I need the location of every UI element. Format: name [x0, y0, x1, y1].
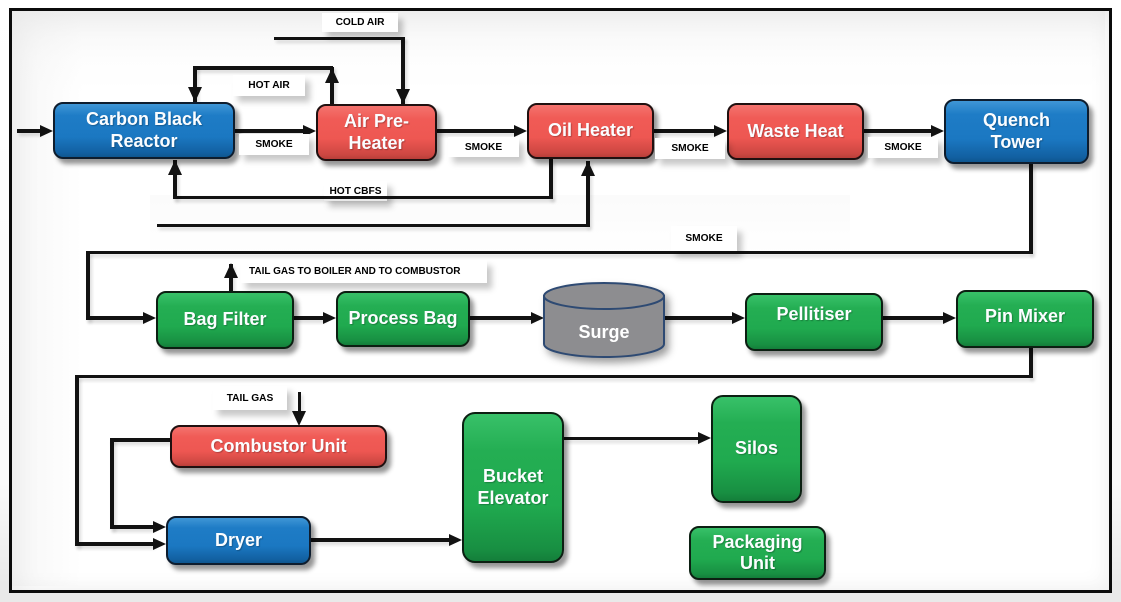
- svg-text:Surge: Surge: [578, 322, 629, 342]
